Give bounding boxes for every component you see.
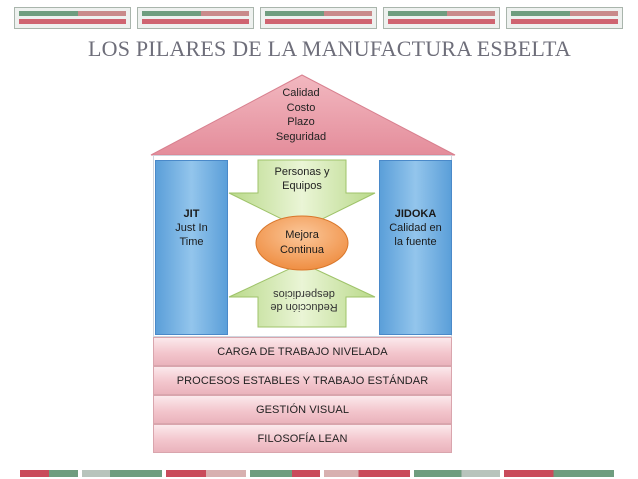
circle-line-2: Continua (279, 244, 325, 256)
pillar-jit-line-1: Just In (175, 222, 208, 234)
mejora-continua-label: Mejora Continua (256, 228, 348, 258)
header-decor-bar-5 (506, 7, 623, 29)
arrow-up-shape (228, 262, 376, 328)
arrow-down-line-2: Equipos (282, 180, 322, 192)
band-carga-trabajo: CARGA DE TRABAJO NIVELADA (153, 337, 452, 366)
page-title: LOS PILARES DE LA MANUFACTURA ESBELTA (88, 36, 571, 61)
roof-text: Calidad Costo Plazo Seguridad (246, 86, 356, 144)
band-filosofia-lean: FILOSOFÍA LEAN (153, 424, 452, 453)
header-decor-bar-4 (383, 7, 500, 29)
roof-line-costo: Costo (286, 101, 316, 114)
arrow-up-line-2: desperdicios (273, 288, 335, 300)
footer-decor-bar-3 (166, 470, 246, 477)
band-procesos-estables: PROCESOS ESTABLES Y TRABAJO ESTÁNDAR (153, 366, 452, 395)
band-gestion-visual: GESTIÓN VISUAL (153, 395, 452, 424)
header-decor-bar-1 (14, 7, 131, 29)
header-decor-bar-2 (137, 7, 254, 29)
roof-line-calidad: Calidad (282, 87, 320, 99)
footer-decor-bar-6 (414, 470, 500, 477)
header-decor-bar-3 (260, 7, 377, 29)
pillar-jidoka: JIDOKA Calidad en la fuente (379, 160, 452, 335)
footer-decor-bar-5 (324, 470, 410, 477)
footer-decor-bar-4 (250, 470, 320, 477)
mejora-continua-circle (255, 215, 349, 271)
arrow-down-label: Personas y Equipos (252, 165, 352, 193)
pillar-jidoka-heading: JIDOKA (394, 208, 437, 220)
circle-line-1: Mejora (285, 229, 319, 241)
pillar-jidoka-line-2: la fuente (394, 236, 437, 248)
arrow-down-shape (228, 159, 376, 230)
footer-decor-bar-1 (20, 470, 78, 477)
roof-line-plazo: Plazo (287, 116, 315, 128)
arrow-up-line-1: Reducción de (270, 301, 338, 313)
footer-decor-bar-2 (82, 470, 162, 477)
arrow-down-line-1: Personas y (274, 166, 330, 178)
roof-line-seguridad: Seguridad (275, 130, 327, 143)
pillar-jit-line-2: Time (179, 236, 204, 248)
pillar-jit: JIT Just In Time (155, 160, 228, 335)
footer-decor-bar-7 (504, 470, 614, 477)
pillar-jidoka-line-1: Calidad en (389, 222, 442, 234)
pillar-jit-heading: JIT (183, 208, 200, 220)
arrow-up-label-flipped: Reducción de desperdicios (232, 287, 376, 313)
